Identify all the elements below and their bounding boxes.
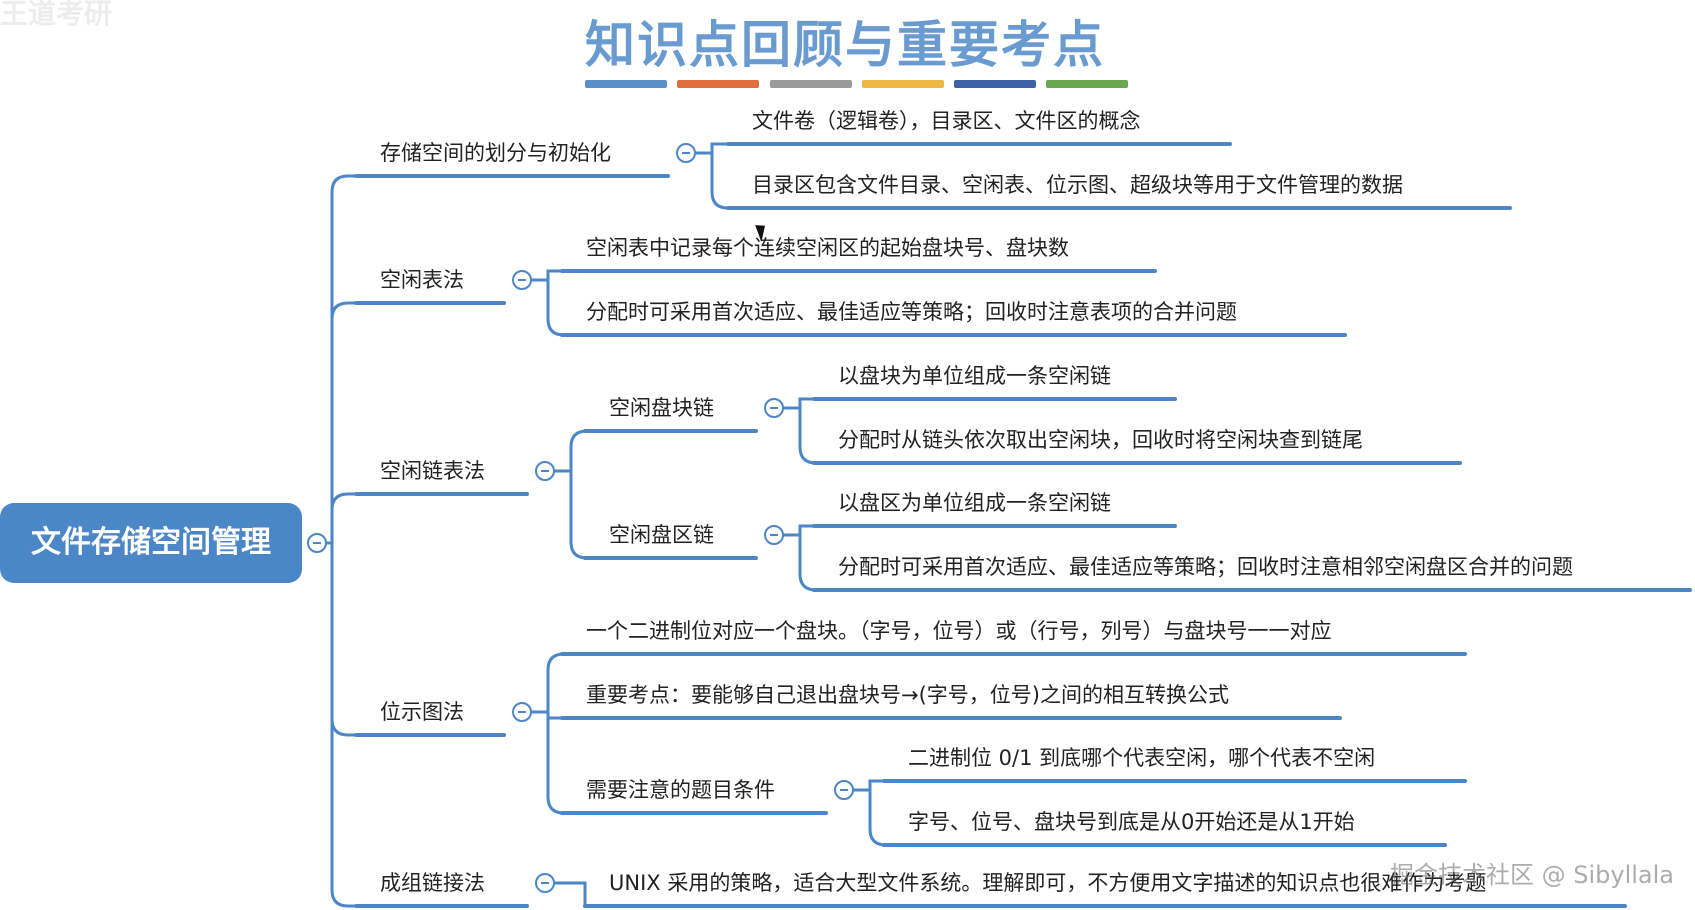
sub-free-block-chain-connector-1 — [782, 406, 817, 465]
branch-free-table-collapse-icon[interactable] — [512, 270, 532, 290]
title-bar-6 — [1046, 80, 1128, 88]
sub-free-extent-chain-collapse-icon[interactable] — [764, 525, 784, 545]
leaf-directory-area[interactable]: 目录区包含文件目录、空闲表、位示图、超级块等用于文件管理的数据 — [752, 173, 1403, 197]
leaf-grouped-link-unix[interactable]: UNIX 采用的策略，适合大型文件系统。理解即可，不方便用文字描述的知识点也很难… — [609, 871, 1487, 895]
sub-bitmap-conditions[interactable]: 需要注意的题目条件 — [586, 778, 775, 802]
branch-free-list-connector-0 — [553, 429, 588, 473]
leaf-free-table-alloc[interactable]: 分配时可采用首次适应、最佳适应等策略；回收时注意表项的合并问题 — [586, 300, 1237, 324]
branch-grouped-link[interactable]: 成组链接法 — [380, 871, 485, 895]
leaf-block-chain-alloc[interactable]: 分配时从链头依次取出空闲块，回收时将空闲块查到链尾 — [838, 428, 1363, 452]
leaf-volume-concept[interactable]: 文件卷（逻辑卷），目录区、文件区的概念 — [752, 109, 1141, 133]
title-bar-5 — [954, 80, 1036, 88]
sub-free-block-chain[interactable]: 空闲盘块链 — [609, 396, 714, 420]
title-bar-3 — [770, 80, 852, 88]
root-connector-4 — [314, 541, 358, 908]
branch-free-list-collapse-icon[interactable] — [535, 461, 555, 481]
title-bar-1 — [585, 80, 667, 88]
branch-free-table-connector-1 — [530, 278, 565, 337]
sub-bitmap-conditions-connector-1 — [852, 788, 887, 847]
branch-grouped-link-collapse-icon[interactable] — [535, 873, 555, 893]
leaf-bitmap-index-base[interactable]: 字号、位号、盘块号到底是从0开始还是从1开始 — [908, 810, 1355, 834]
leaf-extent-chain-alloc[interactable]: 分配时可采用首次适应、最佳适应等策略；回收时注意相邻空闲盘区合并的问题 — [838, 555, 1573, 579]
branch-bitmap-connector-0 — [530, 652, 565, 714]
root-connector-3 — [314, 541, 358, 737]
branch-free-list[interactable]: 空闲链表法 — [380, 459, 485, 483]
page-title: 知识点回顾与重要考点 — [585, 16, 1105, 74]
branch-grouped-link-connector — [553, 881, 587, 908]
branch-storage-partition[interactable]: 存储空间的划分与初始化 — [380, 141, 611, 165]
root-connector-2 — [314, 492, 358, 545]
leaf-bitmap-mapping[interactable]: 一个二进制位对应一个盘块。（字号，位号）或（行号，列号）与盘块号一一对应 — [586, 619, 1332, 643]
branch-free-table[interactable]: 空闲表法 — [380, 268, 464, 292]
sub-free-block-chain-collapse-icon[interactable] — [764, 398, 784, 418]
leaf-bitmap-free-bit[interactable]: 二进制位 0/1 到底哪个代表空闲，哪个代表不空闲 — [908, 746, 1376, 770]
sub-bitmap-conditions-collapse-icon[interactable] — [834, 780, 854, 800]
branch-storage-partition-collapse-icon[interactable] — [676, 143, 696, 163]
root-collapse-icon[interactable] — [307, 533, 327, 553]
leaf-extent-chain-unit[interactable]: 以盘区为单位组成一条空闲链 — [838, 491, 1111, 515]
sub-free-extent-chain[interactable]: 空闲盘区链 — [609, 523, 714, 547]
leaf-bitmap-key-point[interactable]: 重要考点：要能够自己退出盘块号→(字号，位号)之间的相互转换公式 — [586, 683, 1229, 707]
branch-free-list-connector-1 — [553, 469, 588, 560]
sub-free-extent-chain-connector-1 — [782, 533, 817, 592]
branch-storage-partition-connector-1 — [694, 151, 730, 210]
branch-bitmap-connector-2 — [530, 710, 565, 815]
leaf-block-chain-unit[interactable]: 以盘块为单位组成一条空闲链 — [838, 364, 1111, 388]
root-node[interactable]: 文件存储空间管理 — [0, 503, 302, 583]
branch-bitmap-collapse-icon[interactable] — [512, 702, 532, 722]
title-bar-4 — [862, 80, 944, 88]
branch-bitmap[interactable]: 位示图法 — [380, 700, 464, 724]
root-connector-1 — [314, 301, 358, 545]
leaf-free-table-record[interactable]: 空闲表中记录每个连续空闲区的起始盘块号、盘块数 — [586, 236, 1069, 260]
root-connector-0 — [314, 174, 358, 545]
watermark-top: 王道考研 — [0, 0, 113, 30]
watermark-bottom: 掘金技术社区 @ Sibyllala — [1390, 861, 1675, 889]
title-bar-2 — [677, 80, 759, 88]
